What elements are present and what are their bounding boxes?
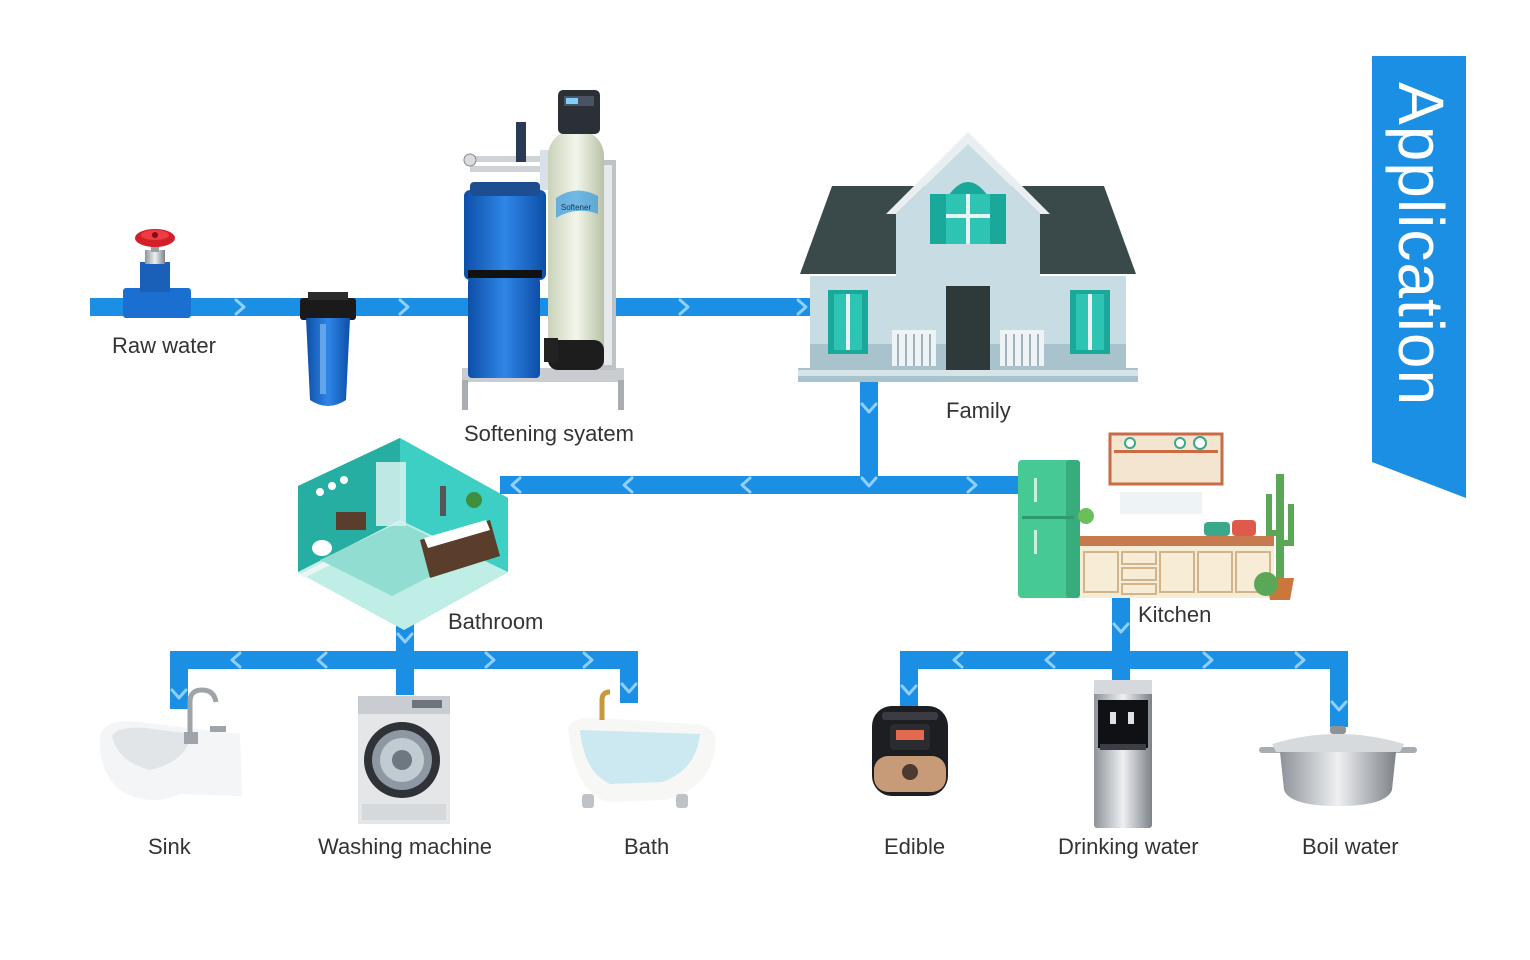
arrow-down — [1112, 622, 1130, 634]
arrow-left — [230, 651, 242, 669]
drinking-drop-pipe — [1112, 651, 1130, 683]
arrow-down — [860, 402, 878, 414]
arrow-left — [622, 476, 634, 494]
label-sink: Sink — [148, 834, 191, 859]
boil-drop-pipe — [1330, 651, 1348, 727]
label-raw-water: Raw water — [112, 333, 216, 358]
application-banner — [1372, 56, 1466, 498]
arrow-right — [398, 298, 410, 316]
label-edible: Edible — [884, 834, 946, 859]
arrow-right — [484, 651, 496, 669]
arrow-left — [952, 651, 964, 669]
kitchen-trunk-pipe — [1112, 598, 1130, 658]
bathtub-icon — [568, 689, 716, 808]
label-drinking-water: Drinking water — [1058, 834, 1199, 859]
arrow-right — [1294, 651, 1306, 669]
softener-tag: Softener — [561, 203, 592, 212]
distribution-pipe — [500, 476, 1040, 494]
arrow-left — [510, 476, 522, 494]
softener-system-icon: Softener — [462, 90, 624, 410]
label-softening-system: Softening syatem — [464, 421, 634, 446]
banner-title-text: Application — [1385, 82, 1457, 407]
arrow-down — [860, 476, 878, 488]
arrow-right — [678, 298, 690, 316]
rice-cooker-icon — [872, 706, 948, 796]
washer-drop-pipe — [396, 651, 414, 695]
arrow-right — [966, 476, 978, 494]
family-house-icon — [798, 132, 1138, 382]
banner-title: Application — [1385, 76, 1457, 456]
pre-filter-icon — [300, 292, 356, 406]
arrow-down — [396, 632, 414, 644]
arrow-down — [620, 682, 638, 694]
arrow-down — [1330, 700, 1348, 712]
bath-drop-pipe — [620, 651, 638, 703]
water-dispenser-icon — [1094, 680, 1152, 828]
label-washing-machine: Washing machine — [318, 834, 493, 859]
label-family: Family — [946, 398, 1011, 423]
bathroom-room-icon — [298, 438, 508, 630]
label-kitchen: Kitchen — [1138, 602, 1212, 627]
washing-machine-icon — [358, 696, 450, 824]
label-boil-water: Boil water — [1302, 834, 1399, 859]
flow-arrows — [170, 298, 1348, 712]
arrow-left — [740, 476, 752, 494]
arrow-left — [316, 651, 328, 669]
arrow-down — [900, 684, 918, 696]
arrow-right — [1202, 651, 1214, 669]
valve-icon — [123, 229, 191, 318]
kitchen-room-icon — [1018, 432, 1294, 600]
main-pipe — [90, 298, 810, 316]
sink-drop-pipe — [170, 651, 188, 709]
arrow-down — [170, 688, 188, 700]
label-bath: Bath — [624, 834, 670, 859]
arrow-left — [1044, 651, 1056, 669]
cooking-pot-icon — [1259, 726, 1417, 806]
arrow-right — [796, 298, 808, 316]
arrow-right — [582, 651, 594, 669]
sink-icon — [99, 687, 242, 801]
arrow-right — [234, 298, 246, 316]
edible-drop-pipe — [900, 651, 918, 707]
label-bathroom: Bathroom — [448, 609, 544, 634]
